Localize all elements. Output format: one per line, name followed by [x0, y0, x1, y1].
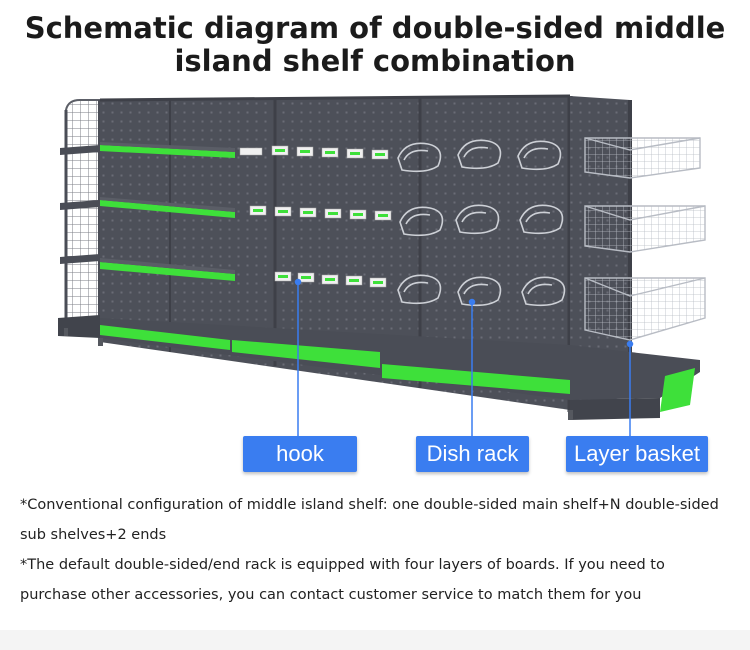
page-title: Schematic diagram of double-sided middle… — [0, 12, 750, 78]
left-end-wire-panel — [64, 99, 102, 340]
title-line-1: Schematic diagram of double-sided middle — [24, 11, 726, 45]
hook-row-middle — [249, 205, 392, 221]
shelf-feet — [64, 328, 573, 420]
dish-rack-row-top — [397, 139, 562, 173]
dish-rack-label: Dish rack — [416, 436, 529, 472]
note-default-boards: *The default double-sided/end rack is eq… — [20, 557, 665, 603]
layer-basket-middle — [584, 205, 706, 253]
title-line-2: island shelf combination — [174, 44, 576, 78]
dish-racks — [397, 139, 566, 307]
hook-rows — [239, 145, 392, 288]
footer-band — [0, 630, 750, 650]
shelf-base — [100, 318, 700, 420]
left-end-shelves — [58, 145, 100, 338]
layer-basket-top — [584, 137, 701, 179]
shelf-boards — [100, 142, 235, 281]
pointer-lines — [294, 278, 634, 436]
dish-rack-row-bottom — [397, 274, 566, 307]
note-configuration: *Conventional configuration of middle is… — [20, 497, 719, 543]
layer-basket-bottom — [584, 277, 706, 341]
hook-row-top — [239, 145, 389, 160]
layer-basket-label: Layer basket — [566, 436, 708, 472]
shelf-illustration — [58, 94, 706, 436]
dish-rack-row-middle — [399, 204, 564, 237]
hook-row-bottom — [274, 271, 387, 288]
hook-label: hook — [243, 436, 357, 472]
layer-baskets — [584, 137, 706, 341]
notes: *Conventional configuration of middle is… — [20, 490, 735, 610]
